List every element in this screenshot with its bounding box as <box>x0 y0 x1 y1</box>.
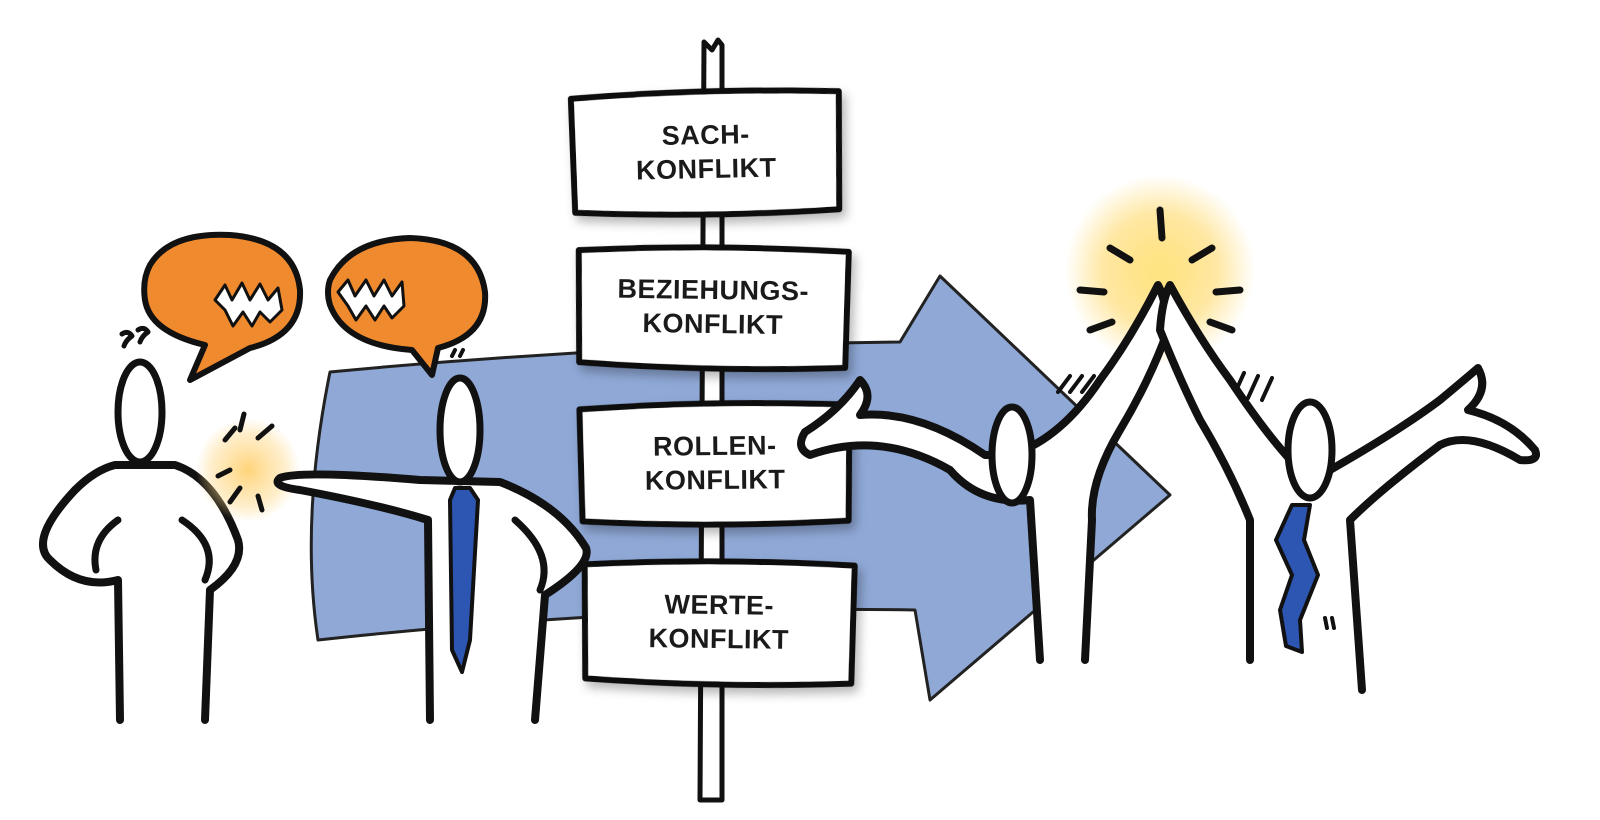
speech-bubble-right-icon <box>325 235 489 378</box>
sign-board <box>575 244 852 373</box>
teeth-icon <box>213 281 284 328</box>
speech-bubble-left-icon <box>141 231 304 383</box>
sign-board <box>576 400 853 528</box>
sign-label-line2: KONFLIKT <box>642 308 783 340</box>
signpost-signs: SACH-KONFLIKTBEZIEHUNGS-KONFLIKTROLLEN-K… <box>567 87 858 688</box>
angry-person-right <box>273 348 591 724</box>
sign-3: ROLLEN-KONFLIKT <box>576 400 853 528</box>
tie <box>448 486 480 674</box>
sign-board <box>581 558 858 688</box>
sign-board <box>567 87 843 218</box>
teeth-icon <box>336 278 406 322</box>
tie <box>1274 503 1320 654</box>
sign-4: WERTE-KONFLIKT <box>581 558 858 688</box>
sign-label-line1: WERTE- <box>664 589 774 620</box>
happy-person-left <box>797 281 1172 664</box>
sign-2: BEZIEHUNGS-KONFLIKT <box>575 244 852 373</box>
high-five-sparkle-icon <box>1065 175 1255 365</box>
anger-spark-icon <box>196 411 300 522</box>
sign-label-line1: ROLLEN- <box>653 430 777 461</box>
happy-person-right <box>1156 281 1540 694</box>
sign-label-line1: BEZIEHUNGS- <box>617 274 809 307</box>
motion-marks <box>1056 371 1274 402</box>
angry-person-left <box>39 325 244 724</box>
sign-label-line1: SACH- <box>661 119 750 151</box>
sign-label-line2: KONFLIKT <box>645 464 786 495</box>
sign-1: SACH-KONFLIKT <box>567 87 843 218</box>
sign-label-line2: KONFLIKT <box>648 623 789 655</box>
sign-label-line2: KONFLIKT <box>636 153 777 186</box>
